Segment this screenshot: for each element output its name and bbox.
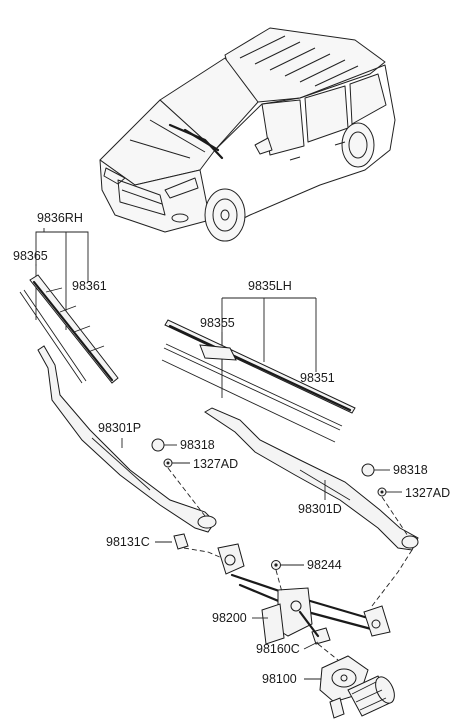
label-98318-left: 98318 (180, 438, 215, 452)
label-98365: 98365 (13, 249, 48, 263)
label-98100: 98100 (262, 672, 297, 686)
label-98301D: 98301D (298, 502, 342, 516)
vehicle-illustration (99, 27, 396, 242)
label-98351: 98351 (300, 371, 335, 385)
blade-rh-group: 9836RH 98365 98361 (13, 211, 119, 384)
cap-right-shape (361, 463, 375, 477)
cap-left-shape (151, 438, 165, 452)
label-98160C: 98160C (256, 642, 300, 656)
label-98301P: 98301P (98, 421, 141, 435)
linkage-group: 98244 98200 98160C (212, 543, 413, 661)
arm-passenger-group: 98301P 98318 1327AD (37, 345, 238, 533)
label-1327AD-left: 1327AD (193, 457, 238, 471)
blade-lh-group: 9835LH 98355 98351 (161, 279, 356, 443)
motor-group: 98100 (262, 655, 395, 719)
label-1327AD-right: 1327AD (405, 486, 450, 500)
label-98200: 98200 (212, 611, 247, 625)
pivot-cap-group: 98131C (106, 533, 223, 559)
label-98361: 98361 (72, 279, 107, 293)
label-98318-right: 98318 (393, 463, 428, 477)
label-9835LH: 9835LH (248, 279, 292, 293)
label-98355: 98355 (200, 316, 235, 330)
label-9836RH: 9836RH (37, 211, 83, 225)
label-98244: 98244 (307, 558, 342, 572)
label-98131C: 98131C (106, 535, 150, 549)
arm-driver-group: 98301D 98318 1327AD (204, 407, 450, 551)
